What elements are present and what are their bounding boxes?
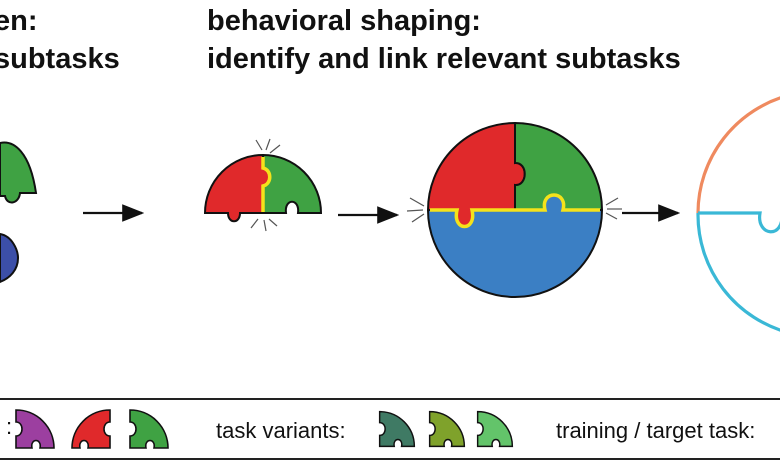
- green-quarter-piece: [262, 153, 323, 214]
- left-section-heading: en: subtasks: [0, 2, 120, 78]
- right-heading-line-1: behavioral shaping:: [207, 5, 481, 37]
- subtasks-legend-label: :: [6, 414, 13, 439]
- link-spark-bottom: [250, 218, 278, 232]
- legend-red-piece-icon: [71, 409, 111, 449]
- behavioral-shaping-heading: behavioral shaping: identify and link re…: [207, 2, 681, 78]
- link-spark-top: [255, 138, 281, 154]
- orange-upper-arc: [696, 96, 780, 214]
- red-green-link: [261, 157, 272, 212]
- red-quarter-piece: [203, 153, 271, 223]
- shaping-diagram: [0, 96, 780, 332]
- task-variants-legend-label: task variants:: [216, 418, 346, 443]
- link-spark-left: [406, 197, 425, 223]
- target-outline-circle: [696, 96, 780, 332]
- half-circle-puzzle: [203, 138, 323, 232]
- legend-variant-dark-icon: [378, 410, 416, 448]
- target-task-legend-label: training / target task:: [556, 418, 756, 443]
- full-circle-puzzle: [406, 121, 622, 298]
- legend-variant-olive-icon: [428, 410, 466, 448]
- cyan-divider: [698, 211, 780, 234]
- legend-green-piece-icon: [129, 409, 169, 449]
- blue-link: [430, 193, 600, 229]
- cyan-lower-arc: [696, 212, 780, 332]
- left-heading-line-1: en:: [0, 5, 38, 37]
- green-quarter-piece-left: [0, 141, 38, 204]
- left-heading-line-2: subtasks: [0, 43, 120, 75]
- link-spark-right: [605, 197, 622, 220]
- right-heading-line-2: identify and link relevant subtasks: [207, 43, 681, 75]
- legend-variant-light-icon: [476, 410, 514, 448]
- navy-quarter-piece-left: [0, 232, 20, 284]
- legend-purple-piece-icon: [15, 409, 55, 449]
